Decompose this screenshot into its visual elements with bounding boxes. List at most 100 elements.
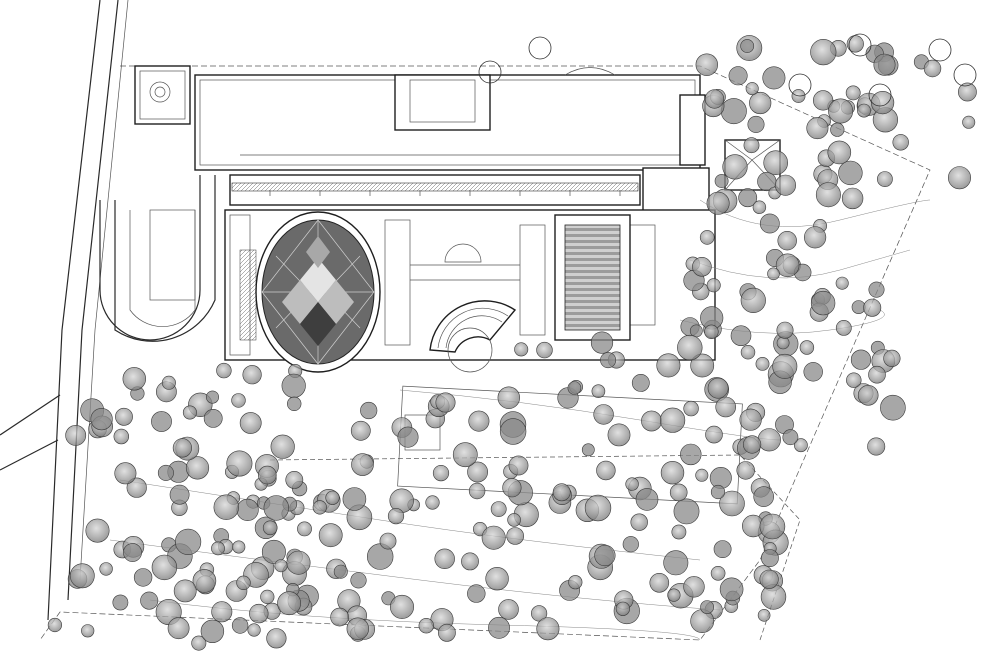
tree-outline: [478, 60, 502, 84]
tree-canopy: [615, 601, 631, 616]
tree-canopy: [749, 91, 772, 115]
tree-canopy: [777, 231, 797, 251]
tree-canopy: [762, 66, 786, 90]
tree-canopy: [346, 617, 369, 640]
tree-canopy: [760, 584, 787, 610]
tree-canopy: [167, 617, 190, 640]
tree-canopy: [763, 150, 789, 175]
tree-canopy: [211, 601, 233, 623]
tree-canopy: [728, 66, 748, 86]
tree-canopy: [161, 375, 176, 390]
tree-canopy: [418, 617, 434, 634]
tree-canopy: [286, 550, 311, 575]
tree-canopy: [759, 513, 786, 540]
tree-canopy: [740, 345, 756, 360]
tree-canopy: [782, 429, 799, 446]
tree-canopy: [432, 465, 450, 482]
tree-canopy: [683, 576, 705, 598]
tree-canopy: [720, 98, 747, 125]
tree-outline: [788, 73, 812, 97]
tree-canopy: [810, 38, 837, 66]
tree-canopy: [883, 349, 901, 368]
tree-canopy: [742, 435, 762, 454]
tree-canopy: [200, 619, 225, 643]
tree-canopy: [81, 624, 95, 638]
tree-canopy: [261, 539, 286, 564]
tree-canopy: [497, 386, 520, 409]
tree-canopy: [350, 572, 367, 589]
tree-canopy: [342, 487, 367, 511]
tree-canopy: [863, 298, 882, 317]
tree-canopy: [530, 605, 548, 622]
tree-canopy: [263, 495, 289, 521]
tree-canopy: [434, 548, 455, 569]
tree-canopy: [730, 325, 752, 347]
tree-canopy: [759, 213, 780, 234]
tree-canopy: [857, 384, 879, 406]
northwest-pavilion: [134, 65, 191, 125]
tree-canopy: [226, 450, 253, 477]
tree-canopy: [274, 559, 288, 573]
tree-canopy: [122, 367, 147, 391]
tree-canopy: [468, 410, 490, 432]
tree-canopy: [663, 550, 689, 576]
tree-canopy: [706, 278, 721, 293]
tree-canopy: [47, 617, 63, 633]
curved-ramp: [99, 175, 216, 342]
tree-canopy: [287, 396, 302, 411]
tree-canopy: [206, 390, 220, 404]
tree-canopy: [877, 171, 893, 187]
striped-hall: [554, 214, 631, 341]
tree-canopy: [719, 577, 744, 602]
tree-canopy: [692, 256, 712, 277]
tree-canopy: [736, 461, 755, 480]
tree-canopy: [185, 456, 210, 480]
tree-canopy: [706, 191, 730, 215]
tree-canopy: [387, 507, 405, 525]
tree-canopy: [175, 528, 202, 556]
tree-canopy: [767, 267, 780, 281]
tree-canopy: [600, 352, 617, 369]
tree-canopy: [593, 404, 614, 425]
tree-canopy: [656, 353, 681, 378]
tree-canopy: [99, 562, 113, 576]
tree-canopy: [467, 584, 486, 603]
tree-canopy: [360, 401, 378, 420]
tree-canopy: [752, 200, 767, 214]
tree-canopy: [835, 319, 852, 336]
tree-canopy: [851, 300, 866, 314]
tree-canopy: [607, 423, 631, 447]
tree-canopy: [873, 53, 896, 76]
tree-canopy: [630, 513, 648, 531]
tree-canopy: [699, 230, 715, 245]
tree-canopy: [584, 494, 612, 522]
tree-canopy: [157, 464, 174, 481]
tree-canopy: [841, 187, 864, 210]
tree-canopy: [870, 90, 895, 115]
tree-canopy: [514, 342, 529, 357]
tree-canopy: [810, 290, 836, 316]
tree-canopy: [213, 494, 240, 520]
tree-canopy: [485, 566, 509, 591]
tree-canopy: [481, 525, 506, 550]
tree-canopy: [536, 341, 553, 359]
tree-canopy: [868, 281, 885, 298]
tree-canopy: [508, 455, 529, 476]
tree-canopy: [236, 575, 251, 590]
tree-canopy: [552, 483, 571, 502]
tree-canopy: [191, 635, 207, 651]
tree-canopy: [714, 174, 729, 188]
tree-canopy: [140, 591, 159, 610]
tree-canopy: [69, 563, 95, 589]
tree-canopy: [704, 324, 719, 339]
tree-canopy: [755, 356, 770, 371]
tree-canopy: [799, 340, 815, 355]
tree-canopy: [772, 353, 798, 379]
tree-canopy: [173, 579, 197, 603]
tree-canopy: [892, 134, 909, 151]
tree-canopy: [794, 438, 808, 453]
tree-canopy: [713, 540, 732, 559]
tree-canopy: [710, 484, 726, 500]
tree-canopy: [242, 365, 262, 385]
